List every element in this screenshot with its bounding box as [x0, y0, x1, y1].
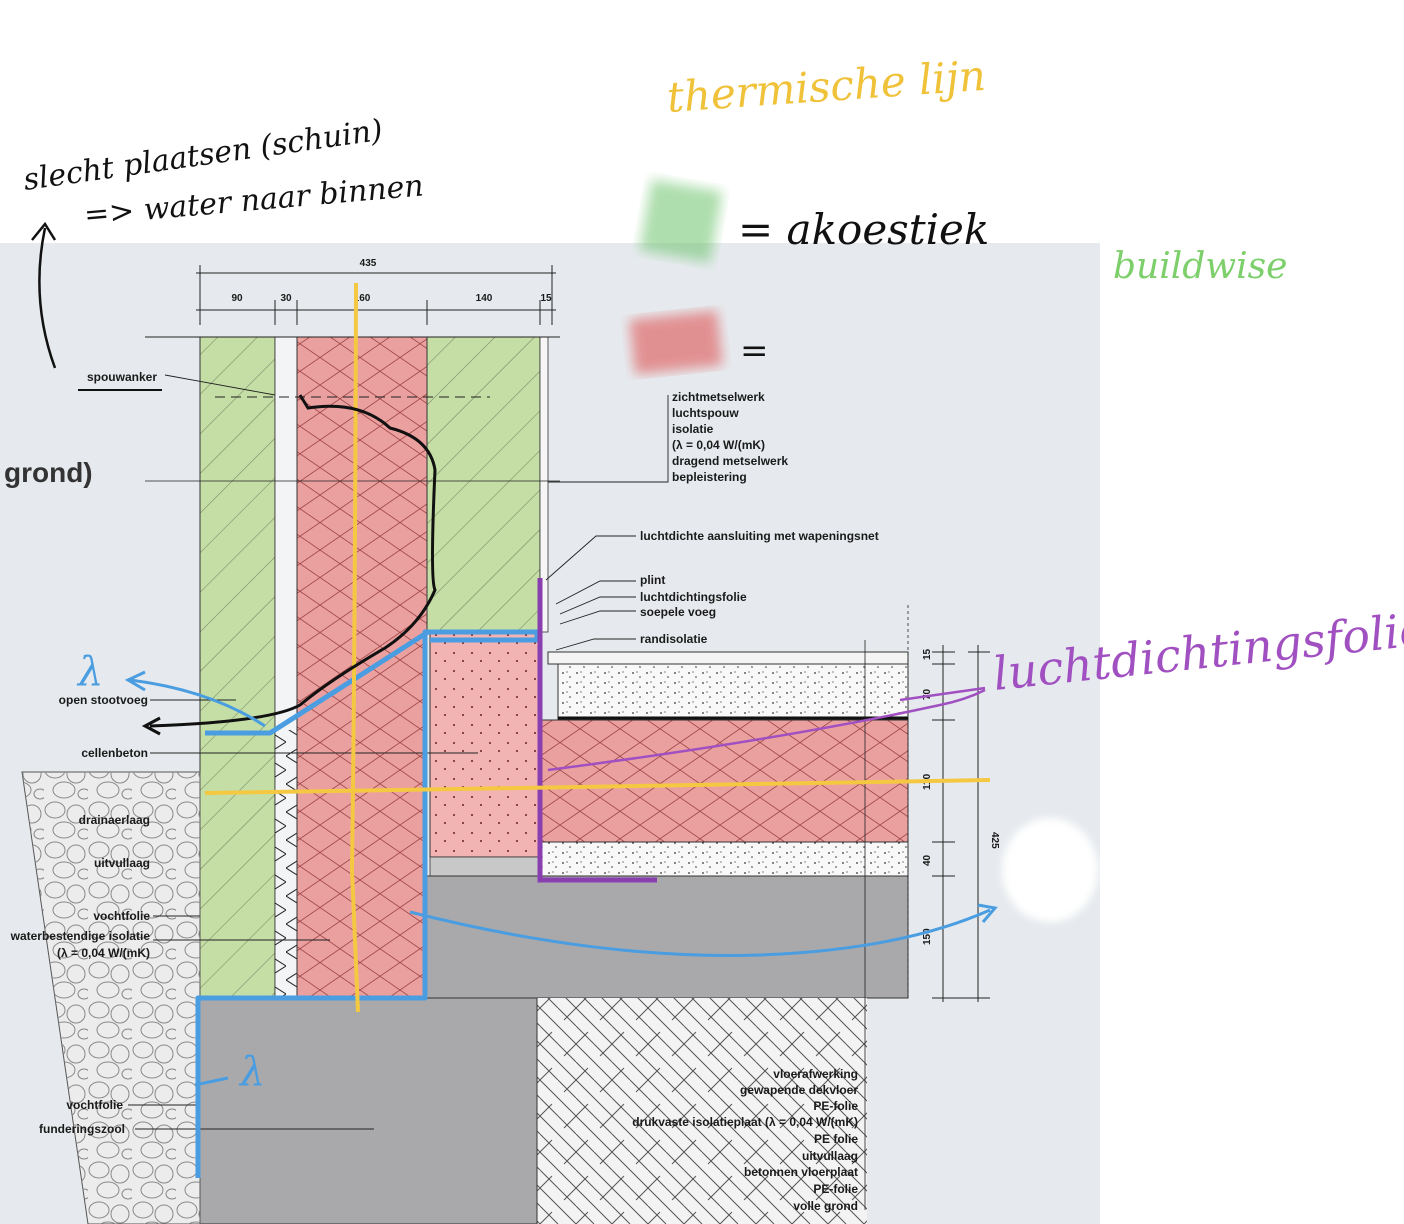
floor-label: PE-folie — [813, 1182, 858, 1196]
foundation-footing — [196, 997, 538, 1224]
label-waterbestendige-isolatie: waterbestendige isolatie — [10, 929, 151, 943]
label-airtight-connection: luchtdichte aansluiting met wapeningsnet — [640, 529, 879, 543]
wall-label: bepleistering — [672, 470, 747, 484]
eraser-smudge — [1002, 818, 1098, 922]
dim-segment-4: 140 — [476, 293, 493, 304]
dim-vertical-2: 70 — [922, 688, 933, 700]
dimension-lines — [145, 265, 990, 1210]
floor-label: volle grond — [793, 1199, 858, 1213]
joint-label: randisolatie — [640, 632, 708, 646]
wall-label: dragend metselwerk — [672, 454, 788, 468]
red-legend: = — [740, 331, 769, 371]
dim-segment-2: 30 — [280, 293, 292, 304]
floor-label: vloerafwerking — [773, 1067, 858, 1081]
grond-fragment: grond) — [4, 457, 93, 488]
blue-line — [195, 629, 540, 1178]
dim-vertical-5: 150 — [922, 928, 933, 945]
label-uitvullaag: uitvullaag — [94, 856, 150, 870]
thermal-line-legend: thermische lijn — [665, 51, 987, 122]
label-open-stootvoeg: open stootvoeg — [59, 693, 148, 707]
label-funderingszool: funderingszool — [39, 1122, 125, 1136]
dim-total-height: 425 — [989, 832, 1000, 849]
dim-segment-1: 90 — [231, 293, 243, 304]
up-arrow — [31, 221, 57, 369]
joint-label: luchtdichtingsfolie — [640, 590, 747, 604]
dim-vertical-4: 40 — [922, 854, 933, 866]
label-lambda-value: (λ = 0,04 W/(mK) — [57, 946, 150, 960]
floor-label: gewapende dekvloer — [740, 1083, 858, 1097]
dim-segment-3: 160 — [354, 293, 371, 304]
floor-label: drukvaste isolatieplaat (λ = 0,04 W/(mK) — [632, 1115, 858, 1129]
buildwise-label: buildwise — [1113, 246, 1287, 287]
joint-label: soepele voeg — [640, 605, 716, 619]
wall-label: isolatie — [672, 422, 714, 436]
wall-label: (λ = 0,04 W/(mK) — [672, 438, 765, 452]
floor-label: PE-folie — [813, 1099, 858, 1113]
blue-arrow-left — [124, 670, 266, 728]
concrete-floor-slab — [426, 875, 909, 999]
thermal-line-vertical — [349, 282, 360, 1013]
dim-total-width: 435 — [360, 258, 377, 269]
airtight-foil-line — [537, 578, 657, 883]
lambda-symbol: λ — [76, 649, 103, 695]
floor-label: PE folie — [814, 1132, 858, 1146]
water-path-line — [149, 394, 437, 728]
acoustic-swatch — [639, 179, 723, 263]
red-swatch — [629, 310, 723, 375]
thermal-line-horizontal — [204, 778, 991, 795]
acoustic-legend: = akoestiek — [738, 205, 989, 254]
wall-labels: zichtmetselwerk luchtspouw isolatie (λ =… — [672, 390, 788, 484]
label-spouwanker: spouwanker — [87, 370, 157, 384]
floor-finish — [547, 651, 909, 665]
label-vochtfolie-foundation: vochtfolie — [66, 1098, 123, 1112]
dim-vertical-1: 15 — [922, 648, 933, 660]
floor-labels: vloerafwerking gewapende dekvloer PE-fol… — [632, 1067, 858, 1213]
floor-label: betonnen vloerplaat — [744, 1165, 858, 1179]
blue-arrow-right — [409, 903, 998, 957]
dim-segment-5: 15 — [540, 293, 552, 304]
lambda-symbol: λ — [238, 1049, 265, 1095]
floor-label: uitvullaag — [802, 1149, 858, 1163]
wall-label: zichtmetselwerk — [672, 390, 765, 404]
joint-label: plint — [640, 573, 665, 587]
wall-label: luchtspouw — [672, 406, 739, 420]
label-vochtfolie: vochtfolie — [93, 909, 150, 923]
label-cellenbeton: cellenbeton — [81, 746, 148, 760]
label-drainaerlaag: drainaerlaag — [79, 813, 150, 827]
